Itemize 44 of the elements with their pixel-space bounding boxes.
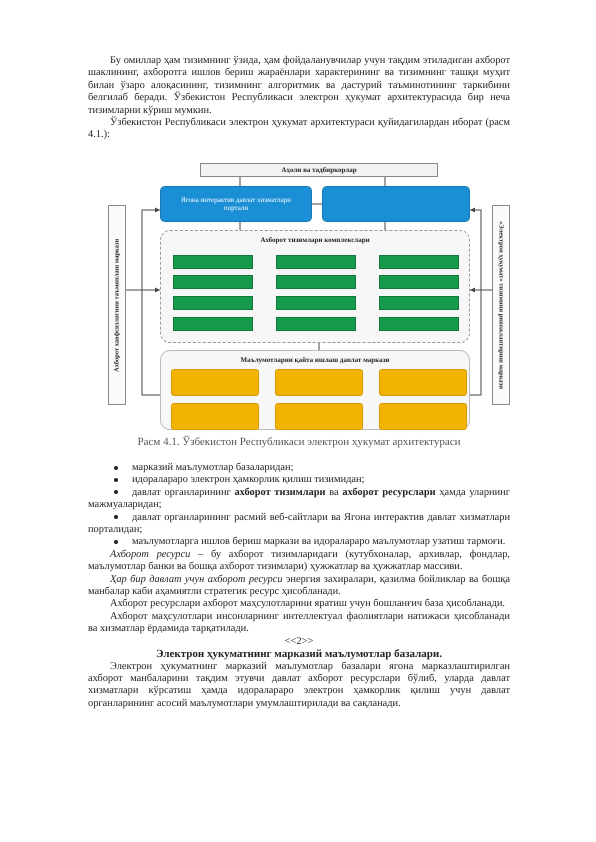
system-box xyxy=(379,296,459,310)
figure-caption: Расм 4.1. Ўзбекистон Республикаси электрон ҳукумат архитектураси xyxy=(136,436,462,448)
data-box xyxy=(171,369,259,396)
system-box xyxy=(173,275,253,289)
paragraph: Ахборот ресурслари ахборот маҳсулотларини яратиш учун бошланғич база ҳисобланади. xyxy=(109,598,506,611)
system-box xyxy=(276,275,356,289)
bullet-item: марказий маълумотлар базаларидан; xyxy=(88,462,510,474)
connector-line xyxy=(384,176,386,186)
group-panel xyxy=(160,230,470,343)
system-box xyxy=(173,255,253,269)
system-box xyxy=(379,317,459,331)
paragraph: Ҳар бир давлат учун ахборот ресурси энергия захиралари, қазилма бойликлар ва бошқа манбалар каби аҳамиятли стратегик ресурс ҳисобланади. xyxy=(88,574,510,598)
data-box xyxy=(379,369,467,396)
data-box xyxy=(379,403,467,430)
bullet-item: маълумотларга ишлов бериш маркази ва идоралараро маълумотлар узатиш тармоғи. xyxy=(88,536,510,549)
connector-line xyxy=(384,222,386,230)
system-box xyxy=(379,275,459,289)
section-heading: Электрон ҳукуматнинг марказий маълумотлар базалари. xyxy=(155,648,443,660)
bullet-item: идоралараро электрон ҳамкорлик қилиш тизимидан; xyxy=(88,474,510,487)
data-box xyxy=(171,403,259,430)
bullet-item: давлат органларининг ахборот тизимлари ва ахборот ресурслари ҳамда уларнинг мажмуаларидан; xyxy=(88,486,510,512)
connector-line xyxy=(318,342,320,350)
system-box xyxy=(173,296,253,310)
system-box xyxy=(276,255,356,269)
data-box xyxy=(275,403,363,430)
paragraph: Ўзбекистон Республикаси электрон ҳукумат архитектураси қуйидагилардан иборат (расм 4.1.): xyxy=(88,117,510,142)
system-box xyxy=(379,255,459,269)
bullet-item: давлат органларининг расмий веб-сайтлари ва Ягона интерактив давлат хизматлари порталидан; xyxy=(88,512,510,536)
system-box xyxy=(276,296,356,310)
portal-box xyxy=(322,186,470,222)
paragraph: Бу омиллар ҳам тизимнинг ўзида, ҳам фойдаланувчилар учун тақдим этиладиган ахборот шаклининг, ахборотга ишлов бериш жараёнлари характерининг ва тизимнинг ташқи муҳит билан ўзаро алоқасининг, тизимнинг алгоритмик ва дастурий таъминотининг таркибини белгилаб беради. Ўзбекистон Республикаси электрон ҳукумат архитектурасида бир неча тизимларни кўриш мумкин. xyxy=(88,55,510,116)
paragraph: Ахборот ресурси – бу ахборот тизимларидаги (кутубхоналар, архивлар, фондлар, маълумотлар банки ва бошқа ахборот тизимлари) ҳужжатлар ва ҳужжатлар массиви. xyxy=(88,548,510,574)
group-panel xyxy=(160,350,470,430)
system-box xyxy=(173,317,253,331)
page-marker: <<2>> xyxy=(284,636,314,648)
system-box xyxy=(276,317,356,331)
portal-box xyxy=(160,186,312,222)
connector-line xyxy=(470,290,492,396)
process-box xyxy=(200,163,438,177)
side-panel xyxy=(108,205,126,405)
paragraph: Ахборот маҳсулотлари инсонларнинг интеллектуал фаолиятлари натижаси ҳисобланади ва хизматлар ёрдамида тарқатилади. xyxy=(88,610,510,636)
data-box xyxy=(275,369,363,396)
side-panel xyxy=(492,205,510,405)
paragraph: Электрон ҳукуматнинг марказий маълумотлар базалари ягона марказлаштирилган ахборот манбаларини тақдим этувчи давлат ахборот ресурслари бўлиб, уларда давлат хизматлари кўрсатиш ҳамда идоралараро электрон ҳамкорлик қилиш учун давлат органларининг асосий маълумотлари умумлаштирилади ва сақланади. xyxy=(88,660,510,710)
